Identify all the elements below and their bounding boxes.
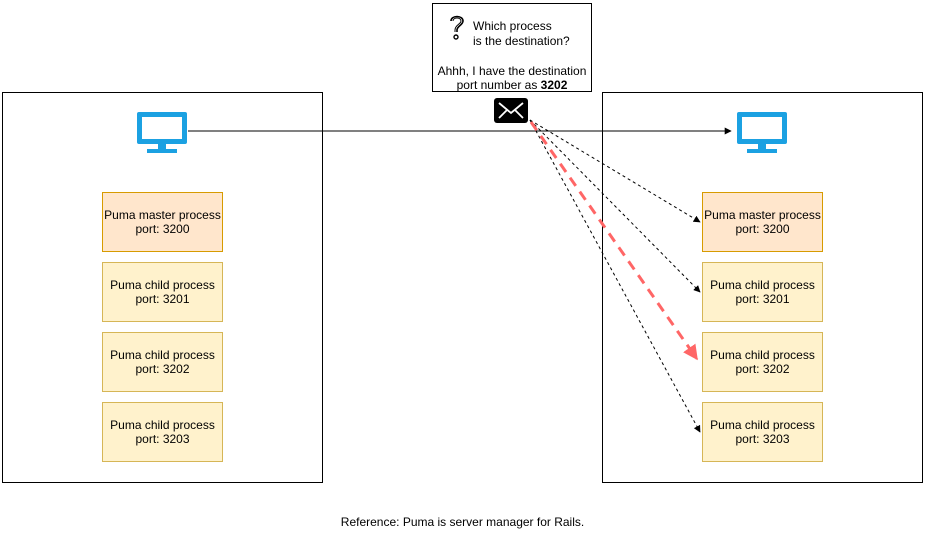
right-child-process-3201: Puma child process port: 3201 [702, 262, 823, 322]
computer-icon [137, 112, 187, 153]
process-name: Puma child process [710, 278, 815, 292]
process-name: Puma master process [704, 208, 821, 222]
process-name: Puma child process [110, 348, 215, 362]
left-child-process-3201: Puma child process port: 3201 [102, 262, 223, 322]
answer-line-2: port number as 3202 [433, 78, 591, 92]
dispatch-arrow-3201 [529, 119, 701, 293]
right-master-process: Puma master process port: 3200 [702, 192, 823, 252]
callout-answer: Ahhh, I have the destination port number… [433, 64, 591, 92]
process-port: port: 3201 [735, 292, 790, 306]
question-mark-icon [450, 15, 464, 40]
process-port: port: 3200 [735, 222, 790, 236]
right-child-process-3203: Puma child process port: 3203 [702, 402, 823, 462]
question-line-1: Which process [473, 19, 552, 33]
answer-line-1: Ahhh, I have the destination [437, 64, 587, 78]
answer-prefix: port number as [456, 78, 541, 92]
destination-callout: Which process is the destination? Ahhh, … [432, 3, 592, 92]
process-name: Puma child process [110, 418, 215, 432]
process-name: Puma child process [710, 348, 815, 362]
left-child-process-3202: Puma child process port: 3202 [102, 332, 223, 392]
dispatch-arrow-3203 [529, 119, 701, 433]
envelope-icon [494, 98, 528, 123]
callout-question: Which process is the destination? [473, 19, 570, 49]
process-name: Puma master process [104, 208, 221, 222]
highlight-arrow-3202 [529, 121, 699, 361]
left-child-process-3203: Puma child process port: 3203 [102, 402, 223, 462]
question-line-2: is the destination? [473, 34, 570, 48]
process-port: port: 3202 [735, 362, 790, 376]
process-name: Puma child process [110, 278, 215, 292]
process-port: port: 3201 [135, 292, 190, 306]
process-port: port: 3200 [135, 222, 190, 236]
computer-icon [737, 112, 787, 153]
answer-port: 3202 [540, 78, 568, 92]
process-port: port: 3203 [735, 432, 790, 446]
process-port: port: 3203 [135, 432, 190, 446]
left-master-process: Puma master process port: 3200 [102, 192, 223, 252]
process-name: Puma child process [710, 418, 815, 432]
right-child-process-3202: Puma child process port: 3202 [702, 332, 823, 392]
process-port: port: 3202 [135, 362, 190, 376]
reference-note: Reference: Puma is server manager for Ra… [340, 515, 585, 529]
